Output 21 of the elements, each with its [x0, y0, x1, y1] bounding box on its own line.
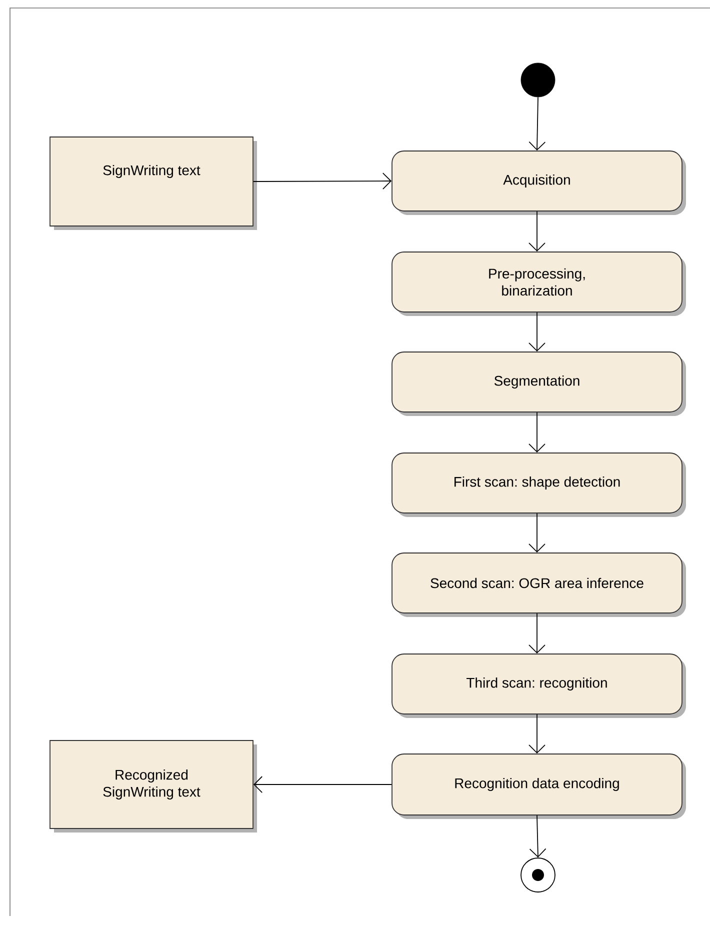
activity-box: Recognition data encoding [392, 754, 686, 819]
activity-box: Third scan: recognition [392, 654, 686, 718]
activity-box: Segmentation [392, 352, 686, 416]
arrow [528, 211, 546, 252]
arrow [528, 312, 546, 352]
object-box: Recognized SignWriting text [50, 740, 257, 832]
activity-box: Second scan: OGR area inference [392, 552, 686, 617]
arrow [528, 613, 546, 654]
arrow [528, 714, 546, 754]
end-node [520, 858, 556, 892]
start-node [520, 62, 556, 98]
arrow [528, 96, 546, 151]
arrow [528, 412, 546, 453]
arrow [528, 513, 546, 553]
activity-box: Pre-processing, binarization [392, 252, 686, 316]
activity-box: Acquisition [392, 150, 686, 215]
arrow [253, 172, 392, 190]
arrow [253, 776, 392, 793]
activity-box: First scan: shape detection [392, 452, 686, 517]
arrow [529, 815, 546, 858]
object-box: SignWriting text [50, 136, 257, 230]
